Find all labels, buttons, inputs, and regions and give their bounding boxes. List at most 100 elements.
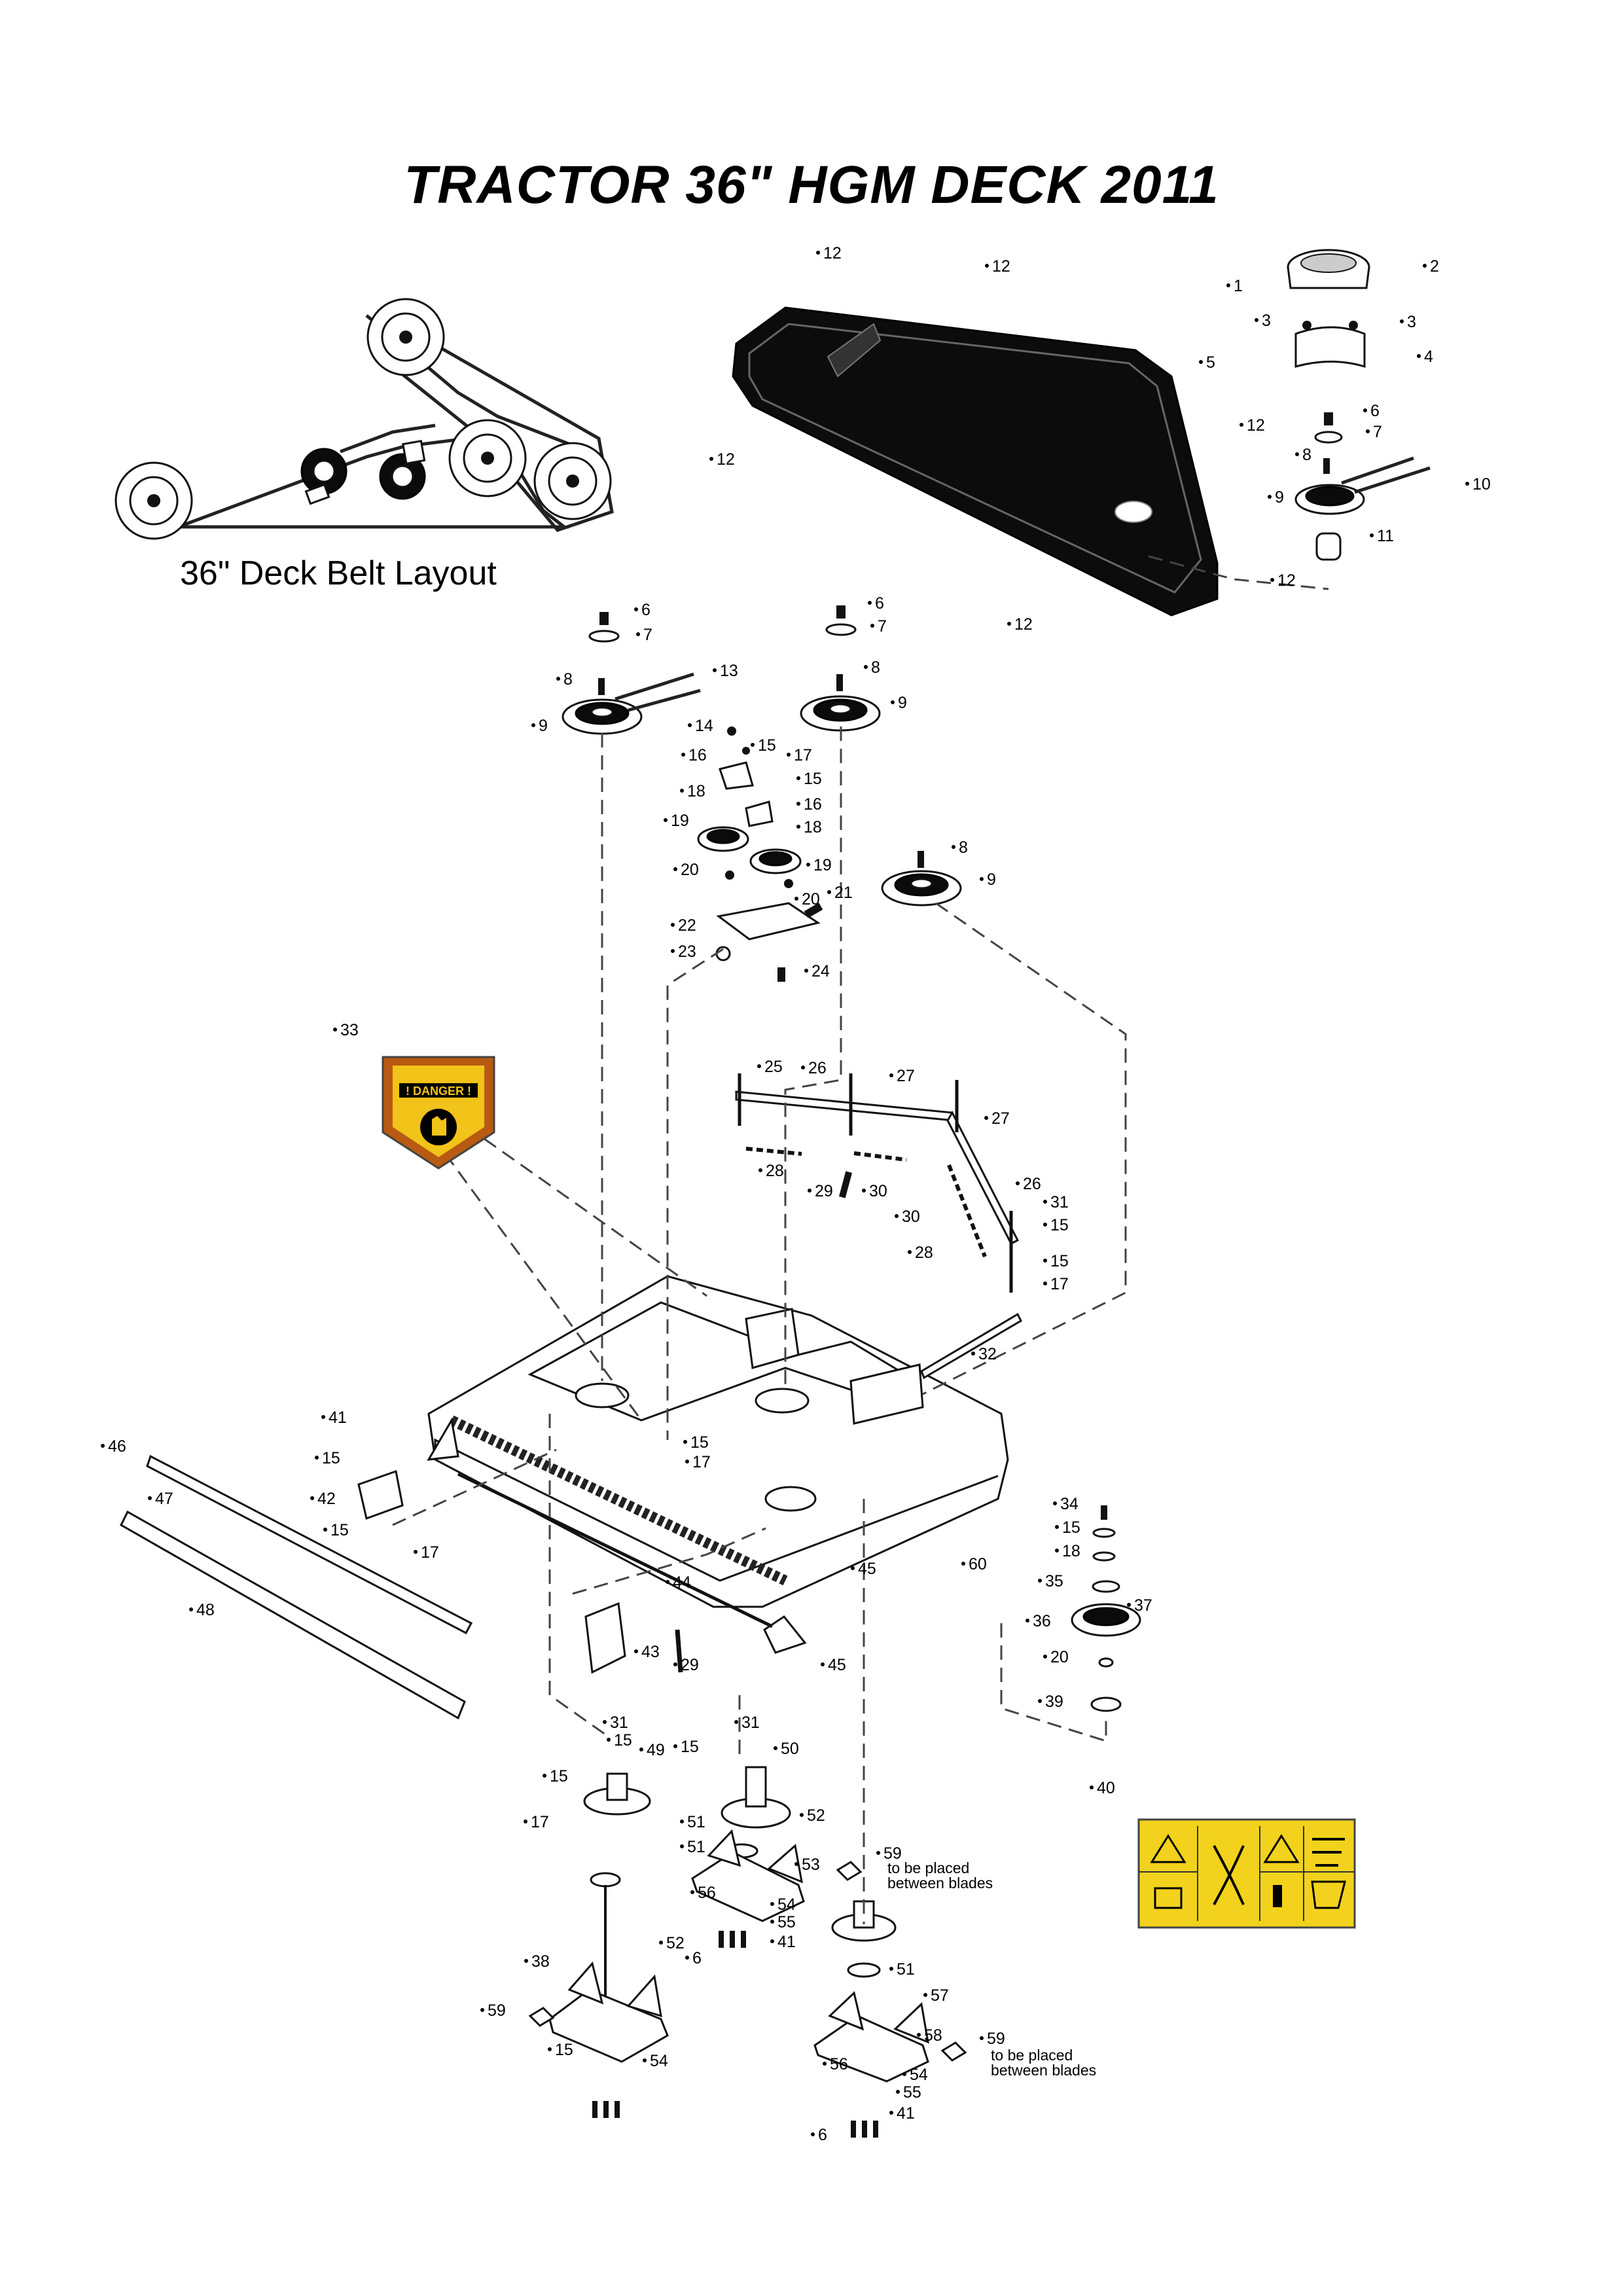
part-callout-40: 40 — [1097, 1779, 1115, 1797]
part-callout-52: 52 — [666, 1934, 685, 1952]
callout-leader-dot — [148, 1496, 152, 1500]
callout-leader-dot — [1465, 482, 1469, 486]
part-callout-12: 12 — [717, 450, 735, 469]
part-callout-32: 32 — [978, 1345, 997, 1363]
callout-leader-dot — [796, 802, 800, 806]
callout-leader-dot — [808, 1189, 812, 1193]
part-callout-10: 10 — [1472, 475, 1491, 493]
callout-leader-dot — [984, 1116, 988, 1120]
callout-leader-dot — [310, 1496, 314, 1500]
part-callout-60: 60 — [969, 1555, 987, 1573]
callout-leader-dot — [816, 251, 820, 255]
part-callout-15: 15 — [758, 736, 776, 755]
part-callout-6: 6 — [641, 601, 651, 619]
callout-leader-dot — [639, 1748, 643, 1751]
part-callout-28: 28 — [766, 1162, 784, 1180]
svg-text:to be placed: to be placed — [887, 1859, 969, 1876]
callout-leader-dot — [333, 1028, 337, 1031]
callout-leader-dot — [770, 1902, 774, 1906]
callout-leader-dot — [1127, 1603, 1131, 1607]
part-callout-12: 12 — [823, 244, 842, 262]
callout-leader-dot — [1400, 319, 1404, 323]
callout-leader-dot — [1363, 408, 1367, 412]
part-callout-43: 43 — [641, 1643, 660, 1661]
callout-leader-dot — [1270, 578, 1274, 582]
callout-leader-dot — [1055, 1549, 1059, 1552]
part-callout-15: 15 — [322, 1449, 340, 1467]
part-callout-6: 6 — [1370, 402, 1380, 420]
callout-leader-dot — [891, 700, 895, 704]
part-callout-28: 28 — [915, 1244, 933, 1262]
callout-leader-dot — [801, 1066, 805, 1069]
callout-leader-dot — [634, 1649, 638, 1653]
part-callout-15: 15 — [555, 2041, 573, 2059]
note-59-lower: to be placed between blades — [991, 2047, 1096, 2079]
part-callout-38: 38 — [531, 1952, 550, 1971]
callout-leader-dot — [1043, 1223, 1047, 1227]
part-callout-59: 59 — [987, 2030, 1005, 2048]
part-callout-47: 47 — [155, 1490, 173, 1508]
part-callout-23: 23 — [678, 942, 696, 961]
part-callout-35: 35 — [1045, 1572, 1063, 1590]
callout-leader-dot — [1423, 264, 1427, 268]
part-callout-9: 9 — [898, 694, 907, 712]
callout-leader-dot — [1295, 452, 1299, 456]
part-callout-12: 12 — [1014, 615, 1033, 634]
part-callout-11: 11 — [1377, 527, 1394, 545]
part-callout-5: 5 — [1206, 353, 1215, 372]
callout-leader-dot — [315, 1456, 319, 1460]
callout-leader-dot — [770, 1920, 774, 1924]
callout-leader-dot — [1366, 429, 1370, 433]
part-callout-17: 17 — [692, 1453, 711, 1471]
part-callout-56: 56 — [830, 2055, 848, 2073]
part-callout-15: 15 — [614, 1731, 632, 1749]
part-callout-7: 7 — [878, 617, 887, 636]
callout-leader-dot — [321, 1415, 325, 1419]
part-callout-15: 15 — [1062, 1518, 1080, 1537]
callout-leader-dot — [917, 2033, 921, 2037]
part-callout-18: 18 — [804, 818, 822, 836]
callout-leader-dot — [902, 2072, 906, 2076]
callout-leader-dot — [636, 632, 640, 636]
part-callout-45: 45 — [858, 1560, 876, 1578]
callout-leader-dot — [673, 1662, 677, 1666]
part-callout-17: 17 — [421, 1543, 439, 1562]
part-callout-17: 17 — [1050, 1275, 1069, 1293]
callout-leader-dot — [758, 1168, 762, 1172]
svg-text:between blades: between blades — [991, 2062, 1096, 2079]
callout-leader-dot — [862, 1189, 866, 1193]
callout-leader-dot — [787, 753, 791, 757]
part-callout-17: 17 — [531, 1813, 549, 1831]
part-callout-3: 3 — [1407, 313, 1416, 331]
callout-leader-dot — [774, 1746, 777, 1750]
part-callout-33: 33 — [340, 1021, 359, 1039]
belt-cover — [732, 306, 1219, 617]
part-callout-25: 25 — [764, 1058, 783, 1076]
callout-leader-dot — [961, 1562, 965, 1566]
part-callout-8: 8 — [1302, 446, 1311, 464]
part-callout-24: 24 — [812, 962, 830, 980]
part-callout-12: 12 — [992, 257, 1010, 276]
part-callout-16: 16 — [688, 746, 707, 764]
part-callout-30: 30 — [869, 1182, 887, 1200]
callout-leader-dot — [1043, 1259, 1047, 1263]
part-callout-9: 9 — [1275, 488, 1284, 507]
callout-leader-dot — [524, 1959, 528, 1963]
callout-leader-dot — [1268, 495, 1272, 499]
deck-side-parts — [120, 1312, 1022, 1720]
part-callout-3: 3 — [1262, 312, 1271, 330]
callout-leader-dot — [643, 2058, 647, 2062]
part-callout-8: 8 — [959, 838, 968, 857]
part-callout-20: 20 — [802, 890, 820, 908]
callout-leader-dot — [1016, 1181, 1020, 1185]
callout-leader-dot — [1255, 318, 1258, 322]
part-callout-51: 51 — [897, 1960, 915, 1979]
right-pulley-stack — [1071, 1505, 1141, 1712]
callout-leader-dot — [556, 677, 560, 681]
part-callout-37: 37 — [1134, 1596, 1152, 1615]
part-callout-30: 30 — [902, 1208, 920, 1226]
part-callout-42: 42 — [317, 1490, 336, 1508]
part-callout-27: 27 — [897, 1067, 915, 1085]
callout-leader-dot — [796, 776, 800, 780]
